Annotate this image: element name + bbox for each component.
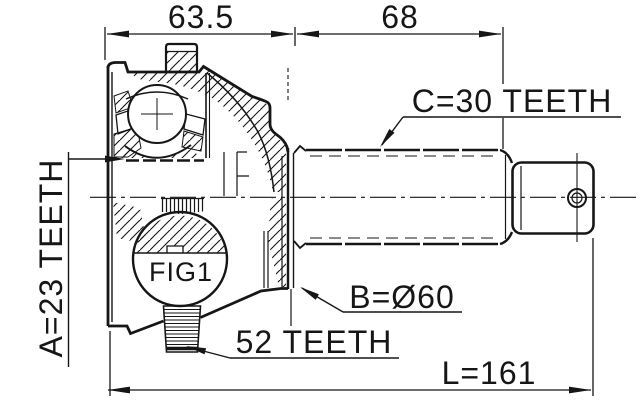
- dim-63-5-label: 63.5: [168, 0, 234, 35]
- label-boot-diameter: B=Ø60: [300, 279, 462, 315]
- leader-arrow: [105, 155, 125, 163]
- leader-arrow: [380, 129, 395, 147]
- boot-diameter-label: B=Ø60: [349, 279, 455, 315]
- bell-wall-hatch-bottom-left: [113, 202, 147, 244]
- shaft-neck-top: [499, 148, 514, 164]
- bore-end-hidden-lines: [223, 151, 249, 196]
- bell-outline-bottom: [108, 319, 164, 336]
- abs-ring: [162, 305, 202, 353]
- shaft-end-cylinder: [511, 161, 595, 235]
- arrow-right: [569, 386, 591, 394]
- bell-bottom-slope: [199, 287, 288, 319]
- arrow-right: [271, 30, 293, 38]
- pin-hole-outer: [567, 188, 587, 208]
- label-ring-teeth: 52 TEETH: [186, 324, 399, 360]
- dimension-length: L=161: [108, 238, 594, 396]
- bell-wall-hatch-top: [130, 68, 286, 192]
- arrow-left: [107, 30, 129, 38]
- label-spline-c: C=30 TEETH: [380, 83, 621, 147]
- race-cup-arc: [124, 144, 192, 159]
- arrow-right: [479, 30, 501, 38]
- bell-wall-hatch-bottom-right: [268, 198, 286, 287]
- shaft-neck-bottom: [499, 231, 514, 246]
- leader-arrow: [300, 287, 319, 300]
- abs-ring-ribs: [164, 308, 200, 346]
- lower-spline-bars: [161, 199, 204, 214]
- pin-hole-inner: [571, 192, 583, 204]
- spline-c-label: C=30 TEETH: [412, 83, 613, 119]
- fig-circle-notch: [166, 245, 184, 253]
- dim-68-label: 68: [381, 0, 419, 35]
- cage-arc: [125, 91, 189, 100]
- ring-teeth-label: 52 TEETH: [236, 324, 393, 360]
- spline-stub-outline: [164, 42, 199, 72]
- arrow-left: [297, 30, 319, 38]
- spline-stub-hatch: [166, 51, 197, 72]
- leader-arrow: [186, 346, 207, 355]
- label-spline-a: A=23 TEETH: [33, 152, 125, 367]
- race-hatch-right-lower: [181, 130, 204, 152]
- dim-length-label: L=161: [442, 355, 537, 391]
- spline-a-label: A=23 TEETH: [33, 159, 69, 358]
- shaft: [293, 144, 595, 250]
- bell-inner-surface: [206, 72, 275, 193]
- shaft-mouth-flare-top: [293, 144, 307, 154]
- figure-label: FIG1: [149, 257, 213, 287]
- dimension-68: 68: [297, 0, 504, 149]
- abs-ring-outline: [162, 305, 202, 353]
- bell-outline-top: [106, 61, 290, 153]
- fig-circle-hatch: [134, 215, 226, 253]
- joint-body: [106, 42, 295, 353]
- arrow-left: [108, 386, 130, 394]
- centerlines: [90, 68, 638, 242]
- dimension-63-5: 63.5: [104, 0, 296, 60]
- shaft-mouth-flare-bottom: [293, 240, 307, 250]
